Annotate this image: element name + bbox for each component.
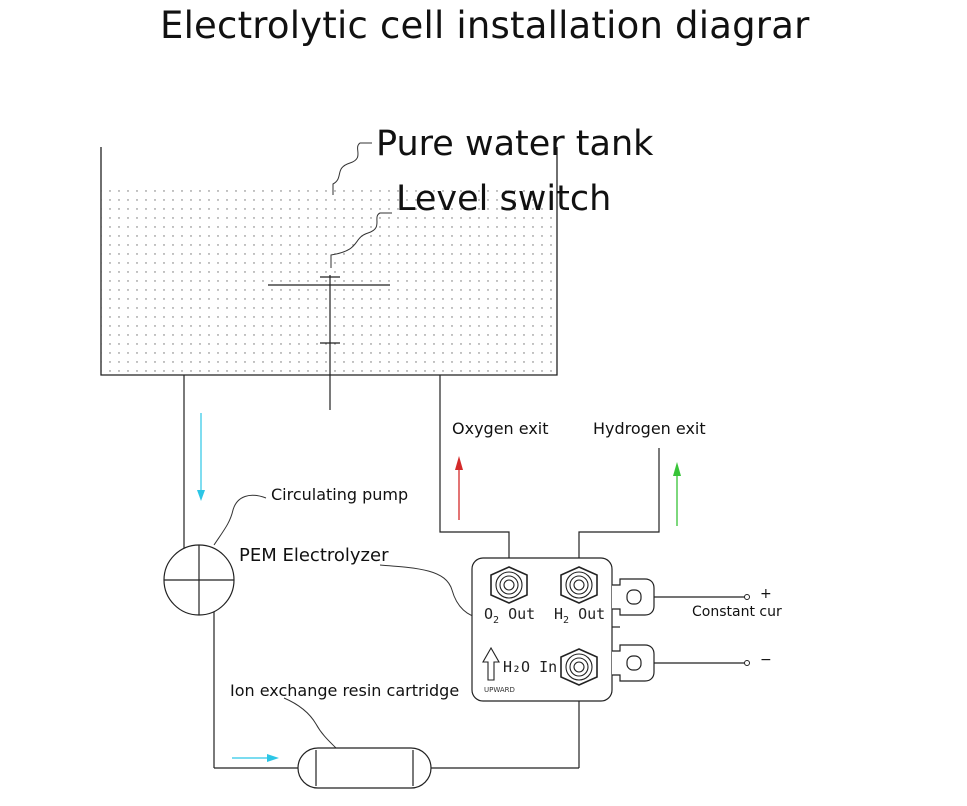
terminal-circles <box>744 594 750 666</box>
o2-out-label: O2 Out <box>484 605 536 626</box>
level-switch-leader <box>330 212 392 268</box>
pure-water-tank <box>100 147 558 376</box>
upward-label: UPWARD <box>484 686 515 694</box>
level-switch <box>268 275 390 410</box>
constant-current-label: Constant cur <box>692 604 782 620</box>
hydrogen-exit-label: Hydrogen exit <box>593 419 706 438</box>
pump-leader <box>213 494 267 546</box>
pem-electrolyzer-label: PEM Electrolyzer <box>239 545 389 566</box>
oxygen-arrow <box>455 456 463 520</box>
water-flow-arrow-right <box>232 754 279 762</box>
diagram-title: Electrolytic cell installation diagrar <box>160 4 810 47</box>
level-switch-label: Level switch <box>396 179 612 219</box>
h2-out-port <box>560 566 598 604</box>
tank-label: Pure water tank <box>376 124 654 164</box>
oxygen-exit-label: Oxygen exit <box>452 419 549 438</box>
h2o-in-label: H₂O In <box>503 658 558 676</box>
electrolyzer-leader <box>379 564 481 619</box>
plus-terminal-label: + <box>760 586 772 602</box>
resin-leader <box>283 697 337 749</box>
upward-arrow-icon <box>482 646 500 681</box>
o2-out-port <box>490 566 528 604</box>
water-flow-arrow-down <box>197 413 205 501</box>
resin-cartridge-label: Ion exchange resin cartridge <box>230 681 460 700</box>
minus-terminal-label: − <box>760 652 772 668</box>
circulating-pump-label: Circulating pump <box>271 485 409 504</box>
hydrogen-arrow <box>673 462 681 526</box>
h2-out-label: H2 Out <box>554 605 606 626</box>
circulating-pump <box>163 544 235 616</box>
ion-exchange-resin-cartridge <box>297 747 432 789</box>
h2o-in-port <box>560 648 598 686</box>
tank-leader <box>332 142 372 195</box>
